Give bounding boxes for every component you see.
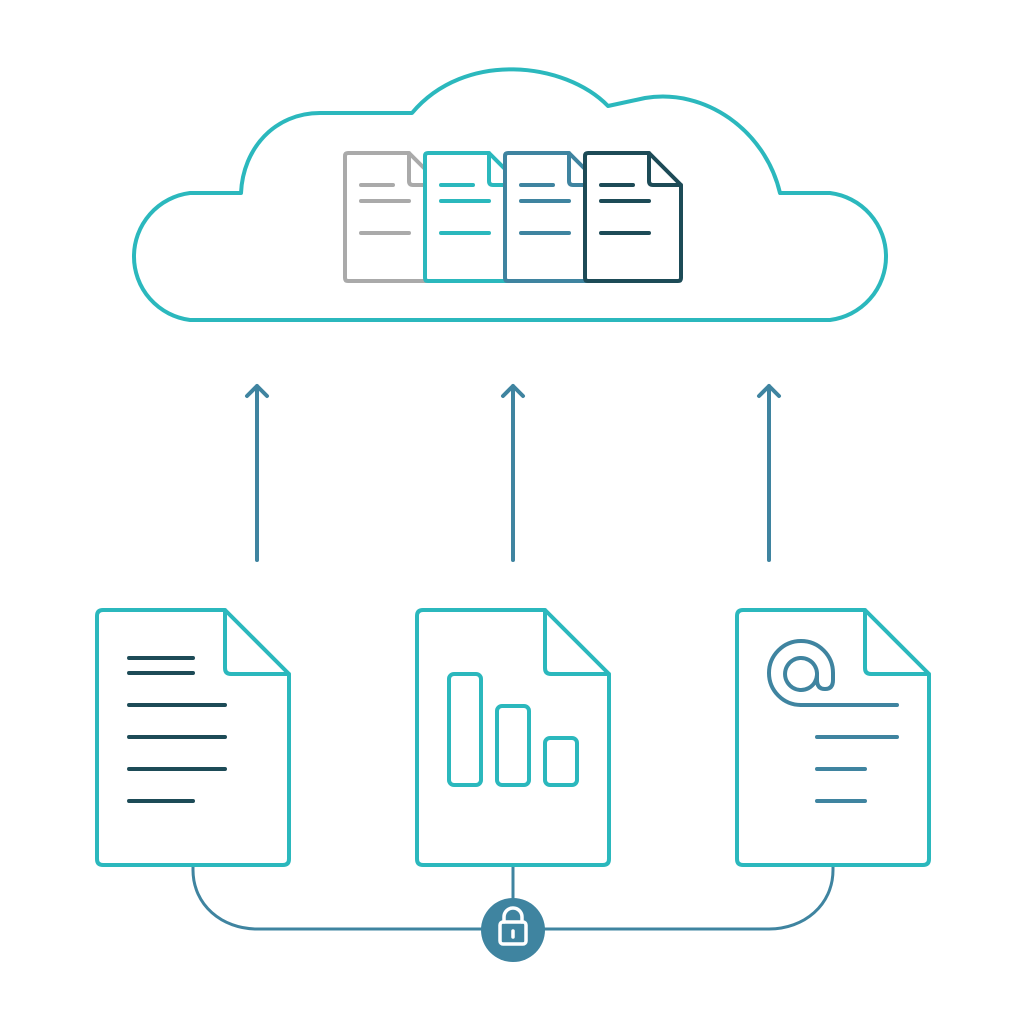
cloud-icon — [131, 67, 889, 322]
document-gray-icon — [343, 151, 443, 283]
arrow-up-icon — [757, 384, 781, 562]
document-teal-icon — [423, 151, 523, 283]
bar-chart — [447, 672, 579, 787]
email-content — [767, 639, 899, 803]
document-dark-icon — [583, 151, 683, 283]
arrow-up-icon — [501, 384, 525, 562]
lock-icon — [481, 898, 545, 962]
text-lines — [127, 656, 227, 803]
arrow-up-icon — [245, 384, 269, 562]
chart-document-icon — [415, 608, 611, 867]
at-sign-icon — [767, 639, 835, 707]
